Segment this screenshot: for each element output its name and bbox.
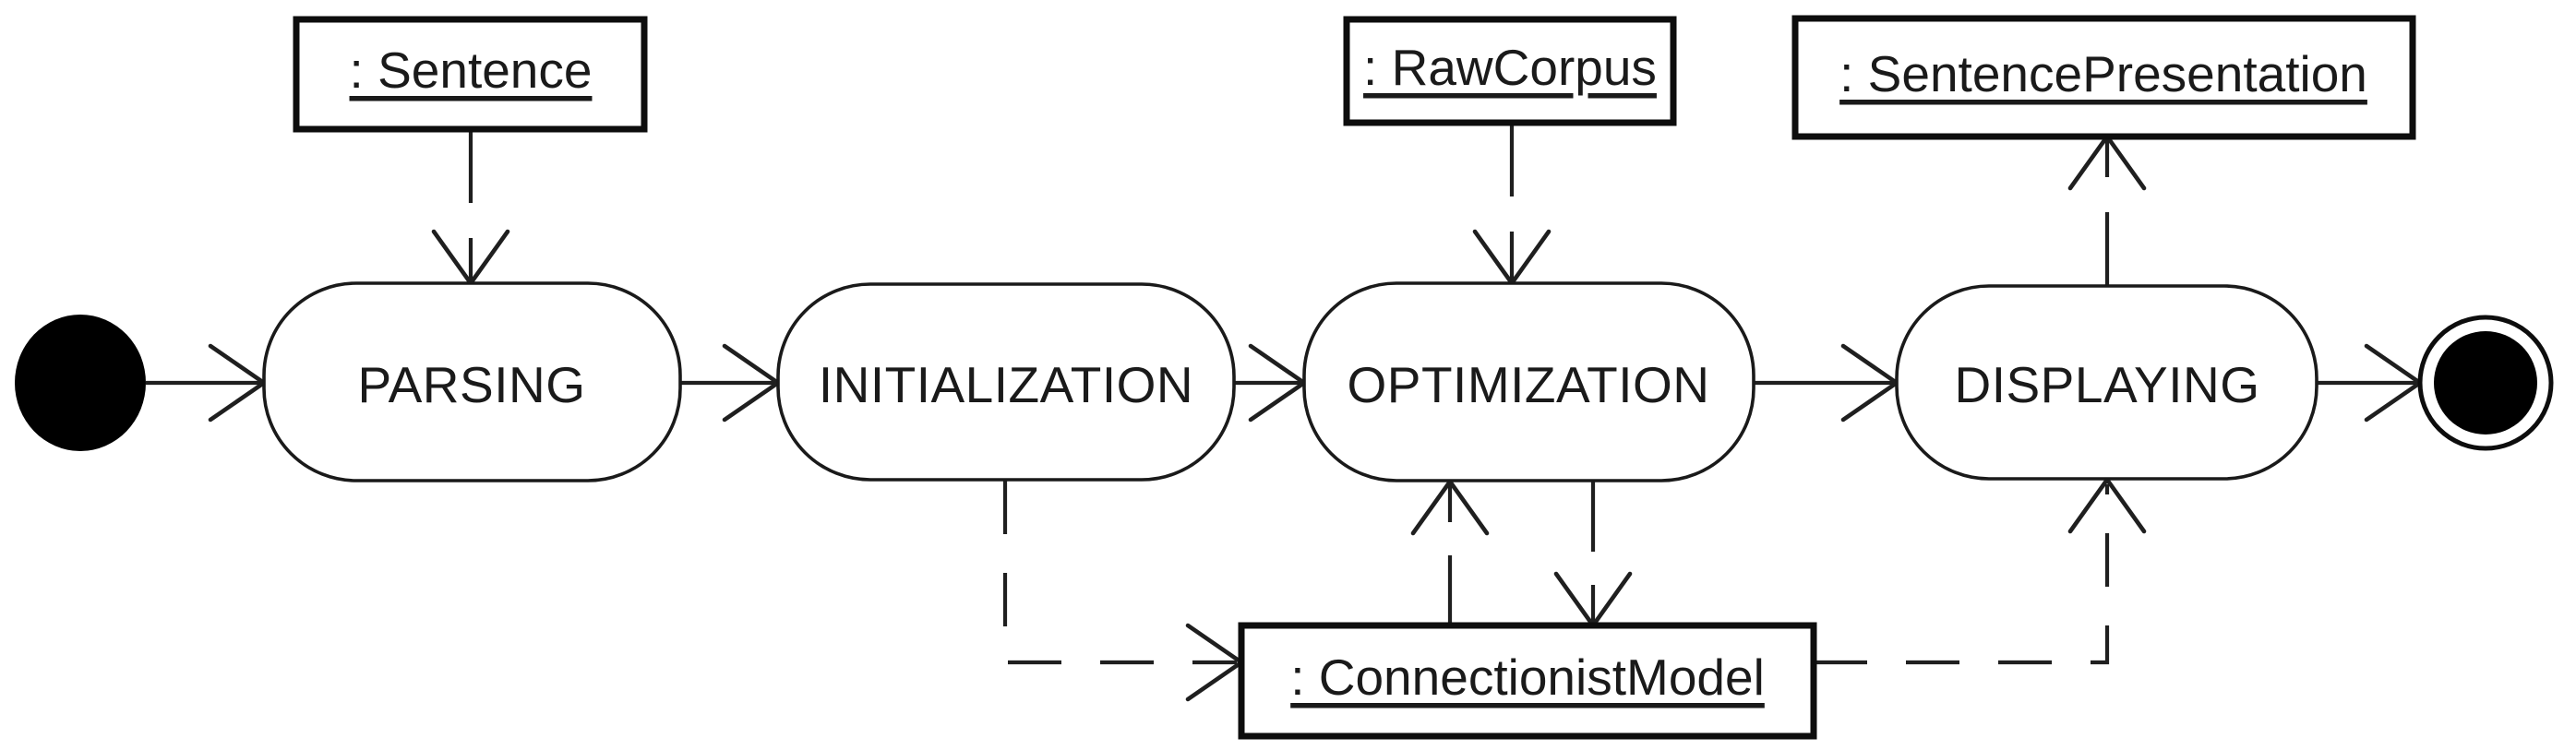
edge-line xyxy=(1814,484,2110,665)
object-rawcorpus-label: : RawCorpus xyxy=(1363,39,1657,96)
state-parsing-label: PARSING xyxy=(358,356,586,413)
state-initialization-label: INITIALIZATION xyxy=(819,356,1193,413)
initial-state-circle xyxy=(15,315,146,451)
edge-connectionistmodel-to-displaying-dashed xyxy=(1814,477,2147,665)
object-rawcorpus-box xyxy=(1343,16,1677,126)
object-sentencepresentation-box xyxy=(1791,15,2416,140)
object-connectionistmodel-box xyxy=(1238,622,1817,740)
final-state-inner-circle xyxy=(2434,331,2537,435)
edge-optimization-to-displaying xyxy=(1754,343,1899,423)
object-connectionistmodel-label: : ConnectionistModel xyxy=(1290,649,1765,706)
initial-state-node xyxy=(15,315,146,451)
state-optimization-shape xyxy=(1302,281,1755,482)
state-initialization: INITIALIZATION xyxy=(776,282,1236,482)
state-displaying-shape xyxy=(1895,284,2318,481)
object-sentencepresentation: : SentencePresentation xyxy=(1791,15,2416,140)
object-connectionistmodel: : ConnectionistModel xyxy=(1238,622,1817,740)
final-state-node xyxy=(2417,315,2554,451)
edge-displaying-to-final xyxy=(2317,343,2423,423)
state-optimization-label: OPTIMIZATION xyxy=(1347,356,1709,413)
state-displaying-label: DISPLAYING xyxy=(1954,356,2259,413)
object-sentence: : Sentence xyxy=(293,16,648,133)
state-optimization: OPTIMIZATION xyxy=(1302,281,1755,482)
edge-initialization-to-optimization xyxy=(1234,343,1307,423)
edge-parsing-to-initialization xyxy=(680,343,781,423)
edge-optimization-to-connectionistmodel xyxy=(1553,482,1633,628)
object-sentencepresentation-label: : SentencePresentation xyxy=(1839,45,2367,102)
state-displaying: DISPLAYING xyxy=(1895,284,2318,481)
state-parsing-shape xyxy=(262,281,682,482)
edge-initialization-to-connectionistmodel-dashed xyxy=(1002,481,1244,702)
edge-connectionistmodel-to-optimization xyxy=(1410,479,1490,625)
edge-rawcorpus-to-optimization xyxy=(1472,123,1552,286)
state-parsing: PARSING xyxy=(262,281,682,482)
object-rawcorpus: : RawCorpus xyxy=(1343,16,1677,126)
edge-displaying-to-sentencepresentation xyxy=(2067,134,2147,286)
state-initialization-shape xyxy=(776,282,1236,482)
object-sentence-label: : Sentence xyxy=(350,42,593,99)
edge-initial-to-parsing xyxy=(146,343,267,423)
edge-sentence-to-parsing xyxy=(431,129,510,286)
object-sentence-box xyxy=(293,16,648,133)
